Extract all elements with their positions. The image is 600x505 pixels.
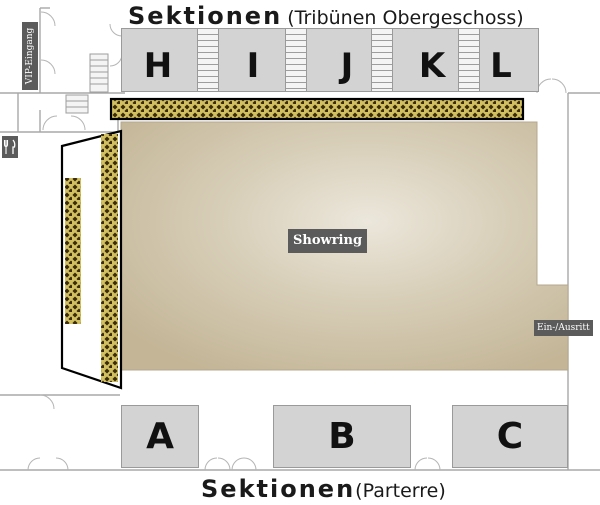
fork-knife-icon [2, 136, 18, 158]
exit-label[interactable]: Ein-/Ausritt [534, 320, 593, 336]
seat-row-top [109, 97, 525, 121]
section-l[interactable]: L [490, 46, 512, 86]
vip-entrance-text: VIP-Eingang [25, 27, 35, 85]
seat-row-left-outer [65, 178, 81, 324]
seat-row-left-inner [101, 134, 118, 382]
section-j[interactable]: J [340, 46, 354, 86]
stairway-3 [371, 28, 393, 92]
seat-rows [60, 97, 525, 390]
section-a[interactable]: A [121, 405, 199, 468]
lower-sections-title: Sektionen(Parterre) [201, 475, 446, 503]
section-b[interactable]: B [273, 405, 411, 468]
stairway-4 [458, 28, 480, 92]
lower-title-bold: Sektionen [201, 475, 356, 503]
stairway-2 [285, 28, 307, 92]
section-h[interactable]: H [143, 46, 173, 86]
upper-title-bold: Sektionen [128, 2, 283, 30]
section-k[interactable]: K [418, 46, 446, 86]
lower-title-note: (Parterre) [355, 480, 446, 502]
vip-entrance-label: VIP-Eingang [22, 22, 38, 90]
upper-title-note: (Tribünen Obergeschoss) [287, 7, 524, 29]
upper-sections-title: Sektionen (Tribünen Obergeschoss) [128, 2, 524, 30]
building-walls [0, 7, 600, 471]
showring-label[interactable]: Showring [288, 229, 368, 253]
stairway-1 [197, 28, 219, 92]
section-c[interactable]: C [452, 405, 568, 468]
entry-stairs [65, 53, 109, 114]
door-symbols [27, 11, 567, 471]
section-i[interactable]: I [246, 46, 260, 86]
